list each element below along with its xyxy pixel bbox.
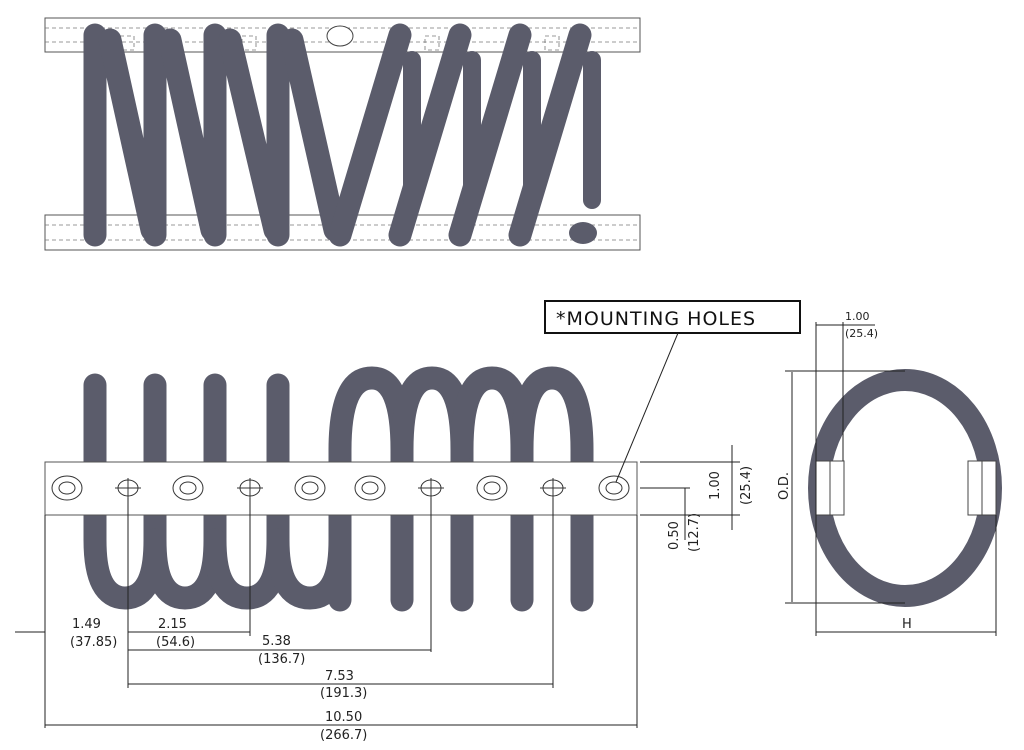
rail-blocks	[815, 460, 997, 516]
callout-mounting-holes: *MOUNTING HOLES	[556, 308, 756, 330]
dim-pitch-2-mm: (136.7)	[258, 652, 305, 667]
coil-end-ellipse	[808, 369, 1002, 607]
top-view	[44, 17, 641, 251]
dim-rail-width-mm: (25.4)	[845, 327, 878, 340]
dimension-lines	[15, 445, 740, 728]
dim-pitch-3-in: 7.53	[325, 669, 354, 684]
dim-rail-width-in: 1.00	[845, 310, 870, 323]
dim-hole-center-mm: (12.7)	[687, 513, 702, 552]
coil-end	[569, 222, 597, 244]
dim-hole-center-in: 0.50	[667, 521, 682, 550]
dim-overall-length-in: 10.50	[325, 710, 362, 725]
dim-first-hole-mm: (37.85)	[70, 635, 117, 650]
dim-pitch-1-mm: (54.6)	[156, 635, 195, 650]
callout-box	[544, 300, 801, 334]
dim-rail-height-in: 1.00	[708, 471, 723, 500]
coil-loops-top	[83, 23, 601, 247]
dim-height: H	[902, 617, 912, 632]
dim-first-hole-in: 1.49	[72, 617, 101, 632]
callout-leader	[615, 332, 679, 483]
dim-outer-diameter: O.D.	[777, 472, 792, 500]
dim-pitch-1-in: 2.15	[158, 617, 187, 632]
end-view: 1.00 (25.4) O.D. H	[777, 310, 1002, 636]
dim-pitch-2-in: 5.38	[262, 634, 291, 649]
dim-pitch-3-mm: (191.3)	[320, 686, 367, 701]
mounting-rail	[44, 461, 638, 516]
dim-overall-length-mm: (266.7)	[320, 728, 367, 743]
mounting-hole-top	[326, 25, 354, 47]
side-view: *MOUNTING HOLES 1.49 (37.85) 2.15 (54.6)…	[15, 300, 801, 743]
coil-loops-side	[83, 366, 594, 612]
end-view-dimension-lines	[785, 322, 997, 636]
mounting-holes	[51, 475, 630, 501]
dim-rail-height-mm: (25.4)	[739, 466, 754, 505]
